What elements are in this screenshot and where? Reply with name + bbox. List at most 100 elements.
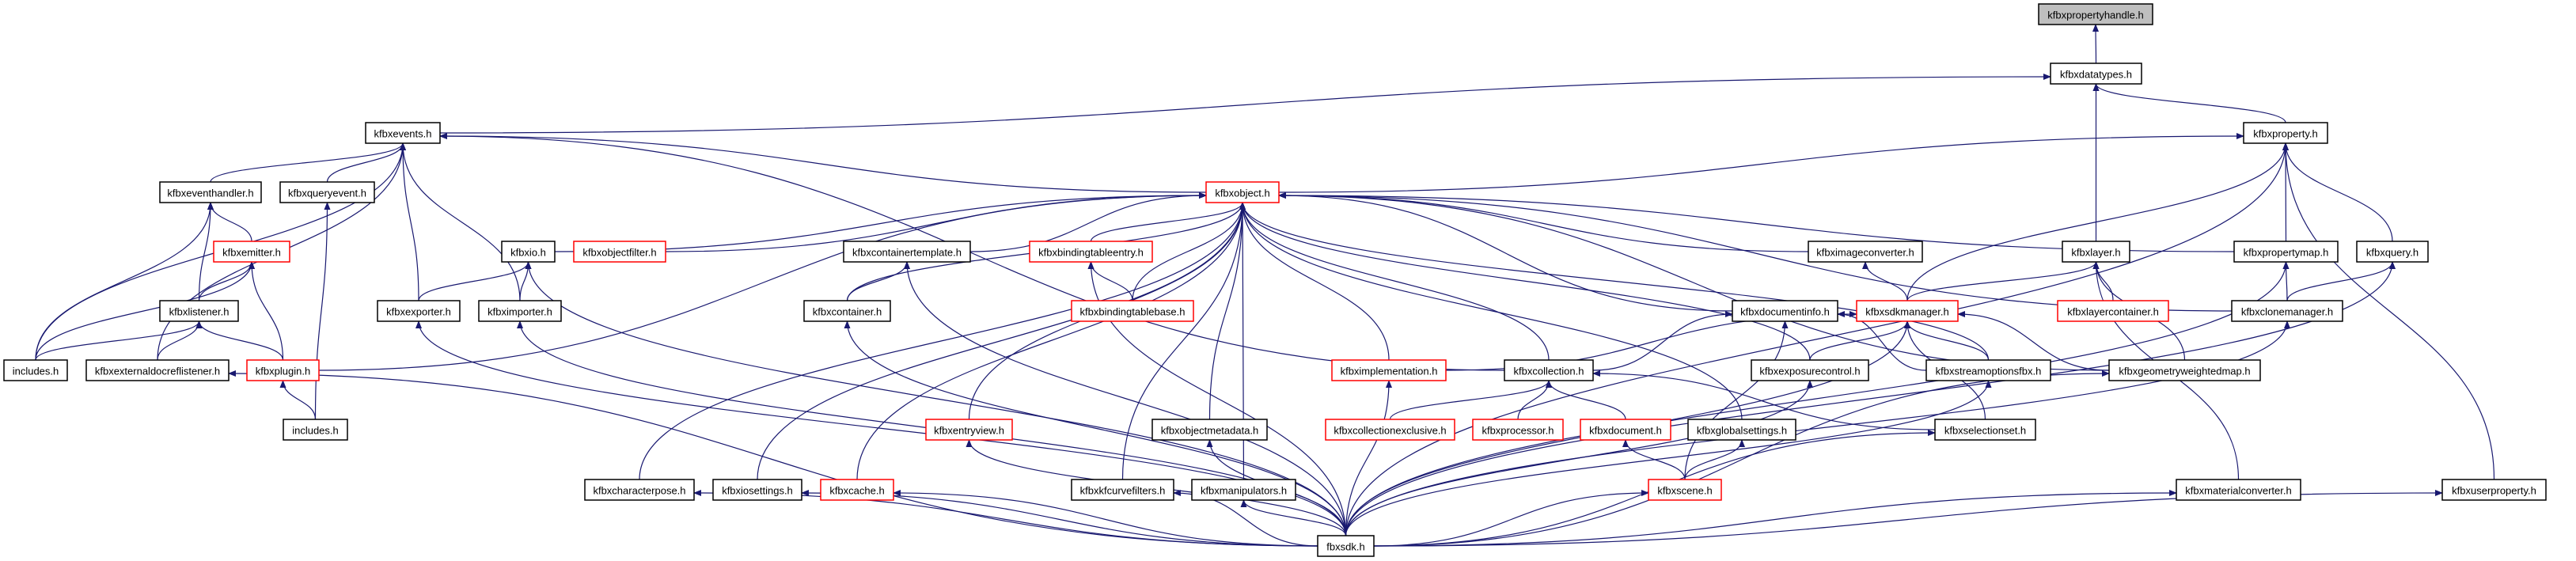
node-clonemanager[interactable]: kfbxclonemanager.h [2231, 300, 2343, 322]
node-bindingtablebase[interactable]: kfbxbindingtablebase.h [1071, 300, 1194, 322]
node-label: kfbxquery.h [2366, 247, 2419, 259]
node-label: kfbxmanipulators.h [1201, 485, 1287, 497]
node-bindingtableentry[interactable]: kfbxbindingtableentry.h [1029, 241, 1153, 263]
edge-fbxsdk-to-propertymap [1345, 261, 2290, 536]
node-propertymap[interactable]: kfbxpropertymap.h [2233, 241, 2339, 263]
node-objectfilter[interactable]: kfbxobjectfilter.h [573, 241, 666, 263]
node-userproperty[interactable]: kfbxuserproperty.h [2441, 479, 2547, 501]
node-objectmetadata[interactable]: kfbxobjectmetadata.h [1151, 419, 1268, 441]
node-scene[interactable]: kfbxscene.h [1648, 479, 1722, 501]
node-label: kfbxqueryevent.h [288, 188, 366, 199]
node-containertemplate[interactable]: kfbxcontainertemplate.h [843, 241, 971, 263]
node-queryevent[interactable]: kfbxqueryevent.h [279, 181, 375, 203]
node-collectionexclusive[interactable]: kfbxcollectionexclusive.h [1325, 419, 1455, 441]
edge-bindingtableentry-to-object [1090, 202, 1246, 242]
node-box [1751, 359, 1869, 381]
edge-property-to-datatypes [2092, 83, 2286, 123]
node-box [1151, 419, 1268, 441]
node-query[interactable]: kfbxquery.h [2356, 241, 2429, 263]
node-selectionset[interactable]: kfbxselectionset.h [1934, 419, 2036, 441]
node-plugin[interactable]: kfbxplugin.h [246, 359, 320, 381]
edge-includes1-to-eventhandler [35, 202, 214, 361]
node-box [820, 479, 894, 501]
node-streamoptionsfbx[interactable]: kfbxstreamoptionsfbx.h [1925, 359, 2051, 381]
edge-emitter-to-eventhandler [207, 202, 252, 242]
node-label: kfbxiosettings.h [722, 485, 793, 497]
node-kfcurvefilters[interactable]: kfbxkfcurvefilters.h [1071, 479, 1174, 501]
node-materialconverter[interactable]: kfbxmaterialconverter.h [2176, 479, 2301, 501]
node-includes1[interactable]: includes.h [3, 359, 68, 381]
node-includes2[interactable]: includes.h [283, 419, 348, 441]
edge-characterpose-to-object [639, 202, 1246, 480]
node-label: kfbxexposurecontrol.h [1759, 366, 1860, 377]
node-externaldocreflistener[interactable]: kfbxexternaldocreflistener.h [85, 359, 230, 381]
node-label: kfbxevents.h [374, 128, 432, 140]
node-box [283, 419, 348, 441]
node-iosettings[interactable]: kfbxiosettings.h [712, 479, 802, 501]
edge-streamoptionsfbx-to-object [1239, 202, 1990, 361]
node-label: kfbxeventhandler.h [167, 188, 253, 199]
node-processor[interactable]: kfbxprocessor.h [1472, 419, 1564, 441]
node-document[interactable]: kfbxdocument.h [1580, 419, 1671, 441]
node-entryview[interactable]: kfbxentryview.h [925, 419, 1013, 441]
node-label: kfbximageconverter.h [1816, 247, 1914, 259]
node-cache[interactable]: kfbxcache.h [820, 479, 894, 501]
node-container[interactable]: kfbxcontainer.h [803, 300, 891, 322]
node-geometryweightedmap[interactable]: kfbxgeometryweightedmap.h [2108, 359, 2261, 381]
node-globalsettings[interactable]: kfbxglobalsettings.h [1687, 419, 1796, 441]
node-importer[interactable]: kfbximporter.h [478, 300, 562, 322]
node-label: kfbxcache.h [829, 485, 884, 497]
edge-events-to-datatypes [439, 74, 2051, 134]
node-manipulators[interactable]: kfbxmanipulators.h [1191, 479, 1296, 501]
node-box [1808, 241, 1923, 263]
node-events[interactable]: kfbxevents.h [365, 122, 441, 144]
node-box [246, 359, 320, 381]
node-label: fbxsdk.h [1326, 541, 1364, 553]
node-box [2233, 241, 2339, 263]
node-collection[interactable]: kfbxcollection.h [1504, 359, 1594, 381]
node-sdkmanager[interactable]: kfbxsdkmanager.h [1856, 300, 1959, 322]
edge-streamoptionsfbx-to-documentinfo [1837, 311, 1927, 371]
node-label: kfbxcollection.h [1514, 366, 1584, 377]
edge-io-to-object [554, 192, 1207, 252]
node-property[interactable]: kfbxproperty.h [2243, 122, 2328, 144]
node-io[interactable]: kfbxio.h [501, 241, 556, 263]
node-fbxsdk[interactable]: fbxsdk.h [1317, 535, 1375, 557]
edge-sdkmanager-to-property [1906, 142, 2289, 301]
node-box [1071, 300, 1194, 322]
node-datatypes[interactable]: kfbxdatatypes.h [2050, 63, 2142, 85]
edge-fbxsdk-to-geometryweightedmap [1373, 370, 2110, 547]
edge-fbxsdk-to-scene [1373, 490, 1649, 547]
node-box [213, 241, 290, 263]
node-eventhandler[interactable]: kfbxeventhandler.h [159, 181, 262, 203]
edge-fbxsdk-to-manipulators [1240, 499, 1347, 536]
edge-propertymap-to-object [1278, 192, 2235, 252]
node-imageconverter[interactable]: kfbximageconverter.h [1808, 241, 1923, 263]
node-implementation[interactable]: kfbximplementation.h [1331, 359, 1447, 381]
node-documentinfo[interactable]: kfbxdocumentinfo.h [1732, 300, 1838, 322]
node-layercontainer[interactable]: kfbxlayercontainer.h [2057, 300, 2169, 322]
node-label: kfbximporter.h [488, 306, 552, 318]
node-layer[interactable]: kfbxlayer.h [2062, 241, 2130, 263]
node-box [1648, 479, 1722, 501]
node-box [1934, 419, 2036, 441]
node-characterpose[interactable]: kfbxcharacterpose.h [584, 479, 695, 501]
edge-exposurecontrol-to-sdkmanager [1809, 320, 1910, 361]
edge-plugin-to-listener [195, 320, 284, 361]
node-exporter[interactable]: kfbxexporter.h [377, 300, 461, 322]
node-label: kfbxentryview.h [934, 425, 1004, 437]
node-object[interactable]: kfbxobject.h [1205, 181, 1280, 203]
edge-fbxsdk-to-externaldocreflistener [228, 370, 1318, 547]
node-box [2108, 359, 2261, 381]
node-label: kfbxstreamoptionsfbx.h [1936, 366, 2042, 377]
node-label: kfbxdocument.h [1589, 425, 1662, 437]
node-propertyhandle[interactable]: kfbxpropertyhandle.h [2038, 3, 2153, 25]
node-label: kfbxio.h [510, 247, 546, 259]
node-listener[interactable]: kfbxlistener.h [159, 300, 239, 322]
edge-sdkmanager-to-imageconverter [1862, 261, 1908, 301]
node-emitter[interactable]: kfbxemitter.h [213, 241, 290, 263]
node-box [159, 300, 239, 322]
edge-fbxsdk-to-streamoptionsfbx [1345, 380, 1992, 536]
node-exposurecontrol[interactable]: kfbxexposurecontrol.h [1751, 359, 1869, 381]
node-box [2176, 479, 2301, 501]
